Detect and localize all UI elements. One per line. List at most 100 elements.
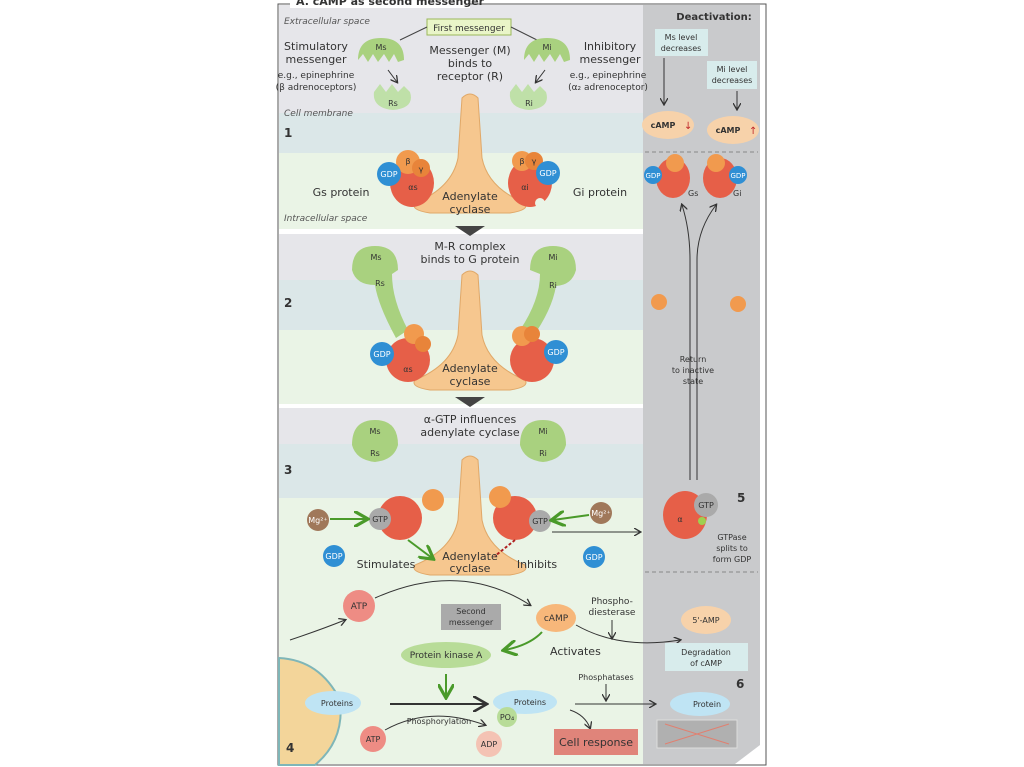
ri-receptor-icon bbox=[509, 84, 547, 110]
ms-level-label: Ms level bbox=[665, 33, 698, 42]
binding-caption-2: binds to bbox=[448, 57, 493, 70]
camp-down-label: cAMP bbox=[651, 121, 676, 130]
step2-caption: M-R complex bbox=[434, 240, 506, 253]
adenylate-cyclase-label-2: cyclase bbox=[450, 562, 491, 575]
second-messenger-label-2: messenger bbox=[449, 618, 494, 627]
ms-messenger-icon bbox=[358, 38, 404, 62]
return-label-2: to inactive bbox=[672, 366, 714, 375]
alpha-i-label: αi bbox=[521, 183, 529, 192]
extracellular-label: Extracellular space bbox=[284, 17, 370, 27]
mg-label: Mg²⁺ bbox=[591, 509, 610, 518]
gdp-label: GDP bbox=[730, 172, 745, 180]
gs-protein-label: Gs protein bbox=[313, 186, 370, 199]
gs-protein-icon bbox=[377, 150, 434, 207]
alpha-s-label: αs bbox=[408, 183, 417, 192]
adp-icon bbox=[476, 731, 502, 757]
gdp-label: GDP bbox=[373, 350, 390, 359]
step-number-6: 6 bbox=[736, 677, 744, 691]
gdp-icon bbox=[583, 546, 605, 568]
ms-label: Ms bbox=[370, 253, 381, 262]
inactive-protein-icon bbox=[670, 692, 730, 716]
ms-rs-complex-icon bbox=[352, 246, 408, 338]
ri-label: Ri bbox=[525, 99, 533, 108]
rs-receptor-icon bbox=[373, 84, 411, 110]
mg-label: Mg²⁺ bbox=[308, 516, 327, 525]
gamma-label: γ bbox=[419, 165, 424, 174]
stimulatory-example: e.g., epinephrine bbox=[278, 71, 355, 81]
step-arrow-icon bbox=[455, 226, 485, 236]
protein-kinase-a-label: Protein kinase A bbox=[410, 651, 483, 661]
alpha-s-gtp-icon bbox=[369, 489, 444, 540]
inhibitory-example-2: (α₂ adrenoceptor) bbox=[568, 83, 648, 93]
camp-up-label: cAMP bbox=[716, 126, 741, 135]
inhibitory-label: Inhibitory bbox=[584, 40, 637, 53]
adp-label: ADP bbox=[481, 740, 498, 749]
gtpase-label-3: form GDP bbox=[713, 555, 752, 564]
stimulatory-example-2: (β adrenoceptors) bbox=[276, 83, 357, 93]
proteins-icon bbox=[305, 691, 361, 715]
gi-inactive-icon bbox=[703, 154, 747, 198]
mi-messenger-icon bbox=[524, 38, 570, 62]
adenylate-cyclase-label: Adenylate bbox=[442, 362, 498, 375]
beta-label: β bbox=[405, 157, 410, 166]
protein-label: Protein bbox=[693, 700, 721, 709]
mi-level-box bbox=[707, 61, 757, 89]
gdp-label: GDP bbox=[325, 552, 342, 561]
gi-protein-icon bbox=[508, 151, 560, 208]
second-messenger-label: Second bbox=[456, 607, 485, 616]
alpha-label: α bbox=[677, 515, 682, 524]
adenylate-cyclase-label: Adenylate bbox=[442, 190, 498, 203]
ms-level-box bbox=[655, 29, 708, 56]
gdp-label: GDP bbox=[547, 348, 564, 357]
rs-label: Rs bbox=[370, 449, 380, 458]
cell-response-box bbox=[554, 729, 638, 755]
ms-label: Ms bbox=[375, 43, 386, 52]
mi-level-label: Mi level bbox=[717, 65, 748, 74]
gdp-label: GDP bbox=[380, 170, 397, 179]
gdp-label: GDP bbox=[645, 172, 660, 180]
ms-level-label-2: decreases bbox=[661, 44, 702, 53]
step-number-2: 2 bbox=[284, 296, 292, 310]
proteins-label: Proteins bbox=[321, 699, 353, 708]
first-messenger-label: First messenger bbox=[433, 24, 505, 34]
po4-label: PO₄ bbox=[500, 713, 514, 722]
gi-label: Gi bbox=[733, 189, 741, 198]
stimulates-label: Stimulates bbox=[357, 558, 416, 571]
mi-level-label-2: decreases bbox=[712, 76, 753, 85]
camp-up-icon bbox=[707, 116, 759, 144]
step-number-1: 1 bbox=[284, 126, 292, 140]
ms-label: Ms bbox=[369, 427, 380, 436]
inhibitory-label-2: messenger bbox=[580, 53, 641, 66]
proteins-label: Proteins bbox=[514, 698, 546, 707]
step-number-5: 5 bbox=[737, 491, 745, 505]
adenylate-cyclase-label-2: cyclase bbox=[450, 375, 491, 388]
step-number-3: 3 bbox=[284, 463, 292, 477]
alpha-s-label: αs bbox=[403, 365, 412, 374]
rs-label: Rs bbox=[388, 99, 398, 108]
step-number-4: 4 bbox=[286, 741, 294, 755]
phosphodiesterase-label: Phospho- bbox=[591, 597, 633, 607]
beta-gamma-icon bbox=[651, 294, 667, 310]
gs-inactive-icon bbox=[644, 154, 690, 198]
amp-icon bbox=[681, 606, 731, 634]
inhibits-label: Inhibits bbox=[517, 558, 558, 571]
adenylate-cyclase-label-2: cyclase bbox=[450, 203, 491, 216]
mi-label: Mi bbox=[538, 427, 547, 436]
gdp-label: GDP bbox=[539, 169, 556, 178]
ri-label: Ri bbox=[549, 281, 557, 290]
alpha-gtpase-icon bbox=[663, 491, 718, 539]
mg-icon bbox=[307, 509, 329, 531]
step3-caption-2: adenylate cyclase bbox=[420, 426, 519, 439]
mi-ri-complex-icon bbox=[520, 420, 566, 462]
atp-label: ATP bbox=[366, 735, 381, 744]
membrane-label: Cell membrane bbox=[284, 109, 353, 119]
atp-label: ATP bbox=[351, 602, 368, 612]
atp-icon bbox=[343, 590, 375, 622]
beta-label: β bbox=[519, 157, 524, 166]
cross-icon bbox=[664, 723, 730, 745]
phosphatases-label: Phosphatases bbox=[578, 673, 633, 682]
degradation-label-2: of cAMP bbox=[690, 659, 722, 668]
gtp-label: GTP bbox=[532, 517, 548, 526]
degradation-box bbox=[665, 643, 748, 671]
